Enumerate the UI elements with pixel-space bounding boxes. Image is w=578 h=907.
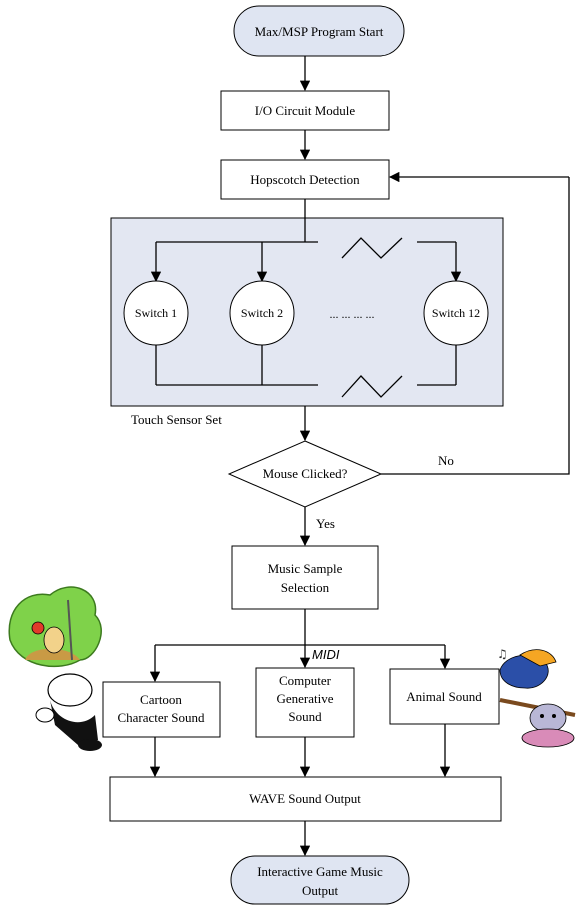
yes-label: Yes [316, 516, 335, 531]
music-selection-box [231, 545, 379, 610]
decision-label: Mouse Clicked? [263, 466, 348, 481]
ellipsis-label: ... ... ... ... [330, 307, 375, 321]
end-terminal [230, 855, 410, 905]
cartoon-line2: Character Sound [117, 710, 205, 725]
top-break-zigzag [341, 237, 403, 259]
computer-line1: Computer [279, 673, 332, 688]
no-loop-line [381, 177, 570, 475]
cartoon-line1: Cartoon [140, 692, 182, 707]
io-module-box [220, 90, 390, 131]
animal-illustration: ♫ [497, 647, 576, 748]
start-terminal [233, 5, 405, 57]
end-line1: Interactive Game Music [257, 864, 383, 879]
animal-label: Animal Sound [406, 689, 482, 704]
music-selection-line1: Music Sample [268, 561, 343, 576]
wave-output-label: WAVE Sound Output [249, 791, 361, 806]
music-selection-line2: Selection [281, 580, 330, 595]
start-label: Max/MSP Program Start [255, 24, 384, 39]
switch-2-label: Switch 2 [241, 306, 283, 320]
computer-line3: Sound [288, 709, 322, 724]
sensor-set-caption: Touch Sensor Set [131, 412, 222, 427]
midi-label: MIDI [312, 647, 340, 662]
switch-12-label: Switch 12 [432, 306, 480, 320]
cartoon-sound-box [102, 681, 221, 738]
detection-label: Hopscotch Detection [250, 172, 360, 187]
end-line2: Output [302, 883, 339, 898]
cartoon-character-illustration [8, 586, 102, 751]
no-label: No [438, 453, 454, 468]
io-module-label: I/O Circuit Module [255, 103, 356, 118]
computer-line2: Generative [276, 691, 333, 706]
switch-1-label: Switch 1 [135, 306, 177, 320]
music-note-icon: ♫ [497, 647, 508, 661]
animal-sound-box [389, 668, 500, 725]
wave-output-box [109, 776, 502, 822]
bottom-break-zigzag [341, 375, 403, 398]
